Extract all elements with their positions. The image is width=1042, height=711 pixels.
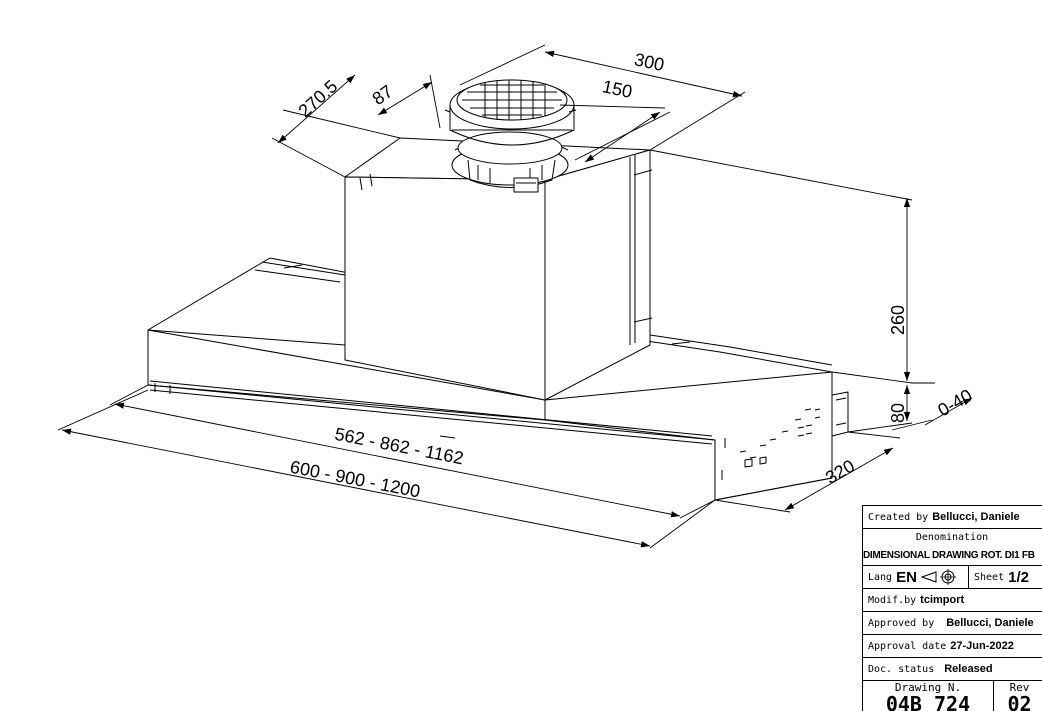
tb-created-row: Created by Bellucci, Daniele: [863, 506, 1042, 529]
tb-lang-label: Lang: [868, 571, 893, 583]
tb-drawing-label: Drawing N.: [894, 681, 962, 694]
tb-modif-row: Modif.by tcimport: [863, 589, 1042, 612]
tb-sheet-label: Sheet: [974, 571, 1005, 583]
dim-chimney-height: 260: [888, 305, 908, 335]
dim-outlet-diameter: 150: [600, 76, 634, 102]
tb-status-value: Released: [944, 663, 993, 675]
tb-lang-row: Lang EN Sheet 1/2: [863, 566, 1042, 589]
tb-created-label: Created by: [868, 511, 929, 523]
tb-rev-value: 02: [1007, 692, 1032, 711]
tb-rev-cell: Rev 02: [993, 681, 1042, 711]
tb-denomination-label: Denomination: [915, 531, 989, 543]
dim-chimney-width: 300: [632, 49, 666, 75]
tb-drawing-row: Drawing N. 04B_724 Rev 02: [863, 681, 1042, 711]
outlet-grille: [444, 79, 577, 146]
dim-outer-width: 600 - 900 - 1200: [288, 457, 421, 502]
tb-modif-value: tcimport: [920, 594, 965, 606]
tb-approved-label: Approved by: [868, 617, 935, 629]
dim-outlet-depth: 270.5: [295, 76, 342, 121]
dimension-lines: [57, 44, 973, 549]
tb-denomination-row: DIMENSIONAL DRAWING ROT. DI1 FB: [863, 545, 1042, 566]
projection-symbol-icon: [920, 569, 956, 585]
tb-drawing-value: 04B_724: [885, 692, 971, 711]
tb-rev-label: Rev: [1009, 681, 1030, 694]
tb-approved-row: Approved by Bellucci, Daniele: [863, 612, 1042, 635]
tb-modif-label: Modif.by: [868, 594, 917, 606]
tb-approved-value: Bellucci, Daniele: [946, 617, 1034, 629]
tb-lang-cell: Lang EN: [863, 566, 968, 588]
tb-sheet-cell: Sheet 1/2: [968, 566, 1042, 588]
tb-approval-date-row: Approval date 27-Jun-2022: [863, 635, 1042, 658]
tb-denomination-label-row: Denomination: [863, 529, 1042, 545]
dim-body-height: 80: [888, 403, 908, 423]
tb-lang-value: EN: [896, 568, 917, 586]
tb-created-value: Bellucci, Daniele: [932, 511, 1020, 523]
tb-approval-date-label: Approval date: [868, 640, 947, 652]
dim-outlet-offset: 87: [369, 81, 397, 109]
chimney: [344, 137, 653, 401]
dim-inner-width: 562 - 862 - 1162: [333, 424, 465, 469]
tb-drawing-cell: Drawing N. 04B_724: [863, 681, 993, 711]
tb-approval-date-value: 27-Jun-2022: [950, 640, 1014, 652]
dim-rear-gap: 0-40: [934, 385, 975, 420]
tb-sheet-value: 1/2: [1008, 568, 1029, 586]
tb-status-label: Doc. status: [868, 663, 935, 675]
title-block: Created by Bellucci, Daniele Denominatio…: [862, 505, 1042, 711]
tb-status-row: Doc. status Released: [863, 658, 1042, 681]
tb-denomination-value: DIMENSIONAL DRAWING ROT. DI1 FB: [863, 549, 1035, 561]
